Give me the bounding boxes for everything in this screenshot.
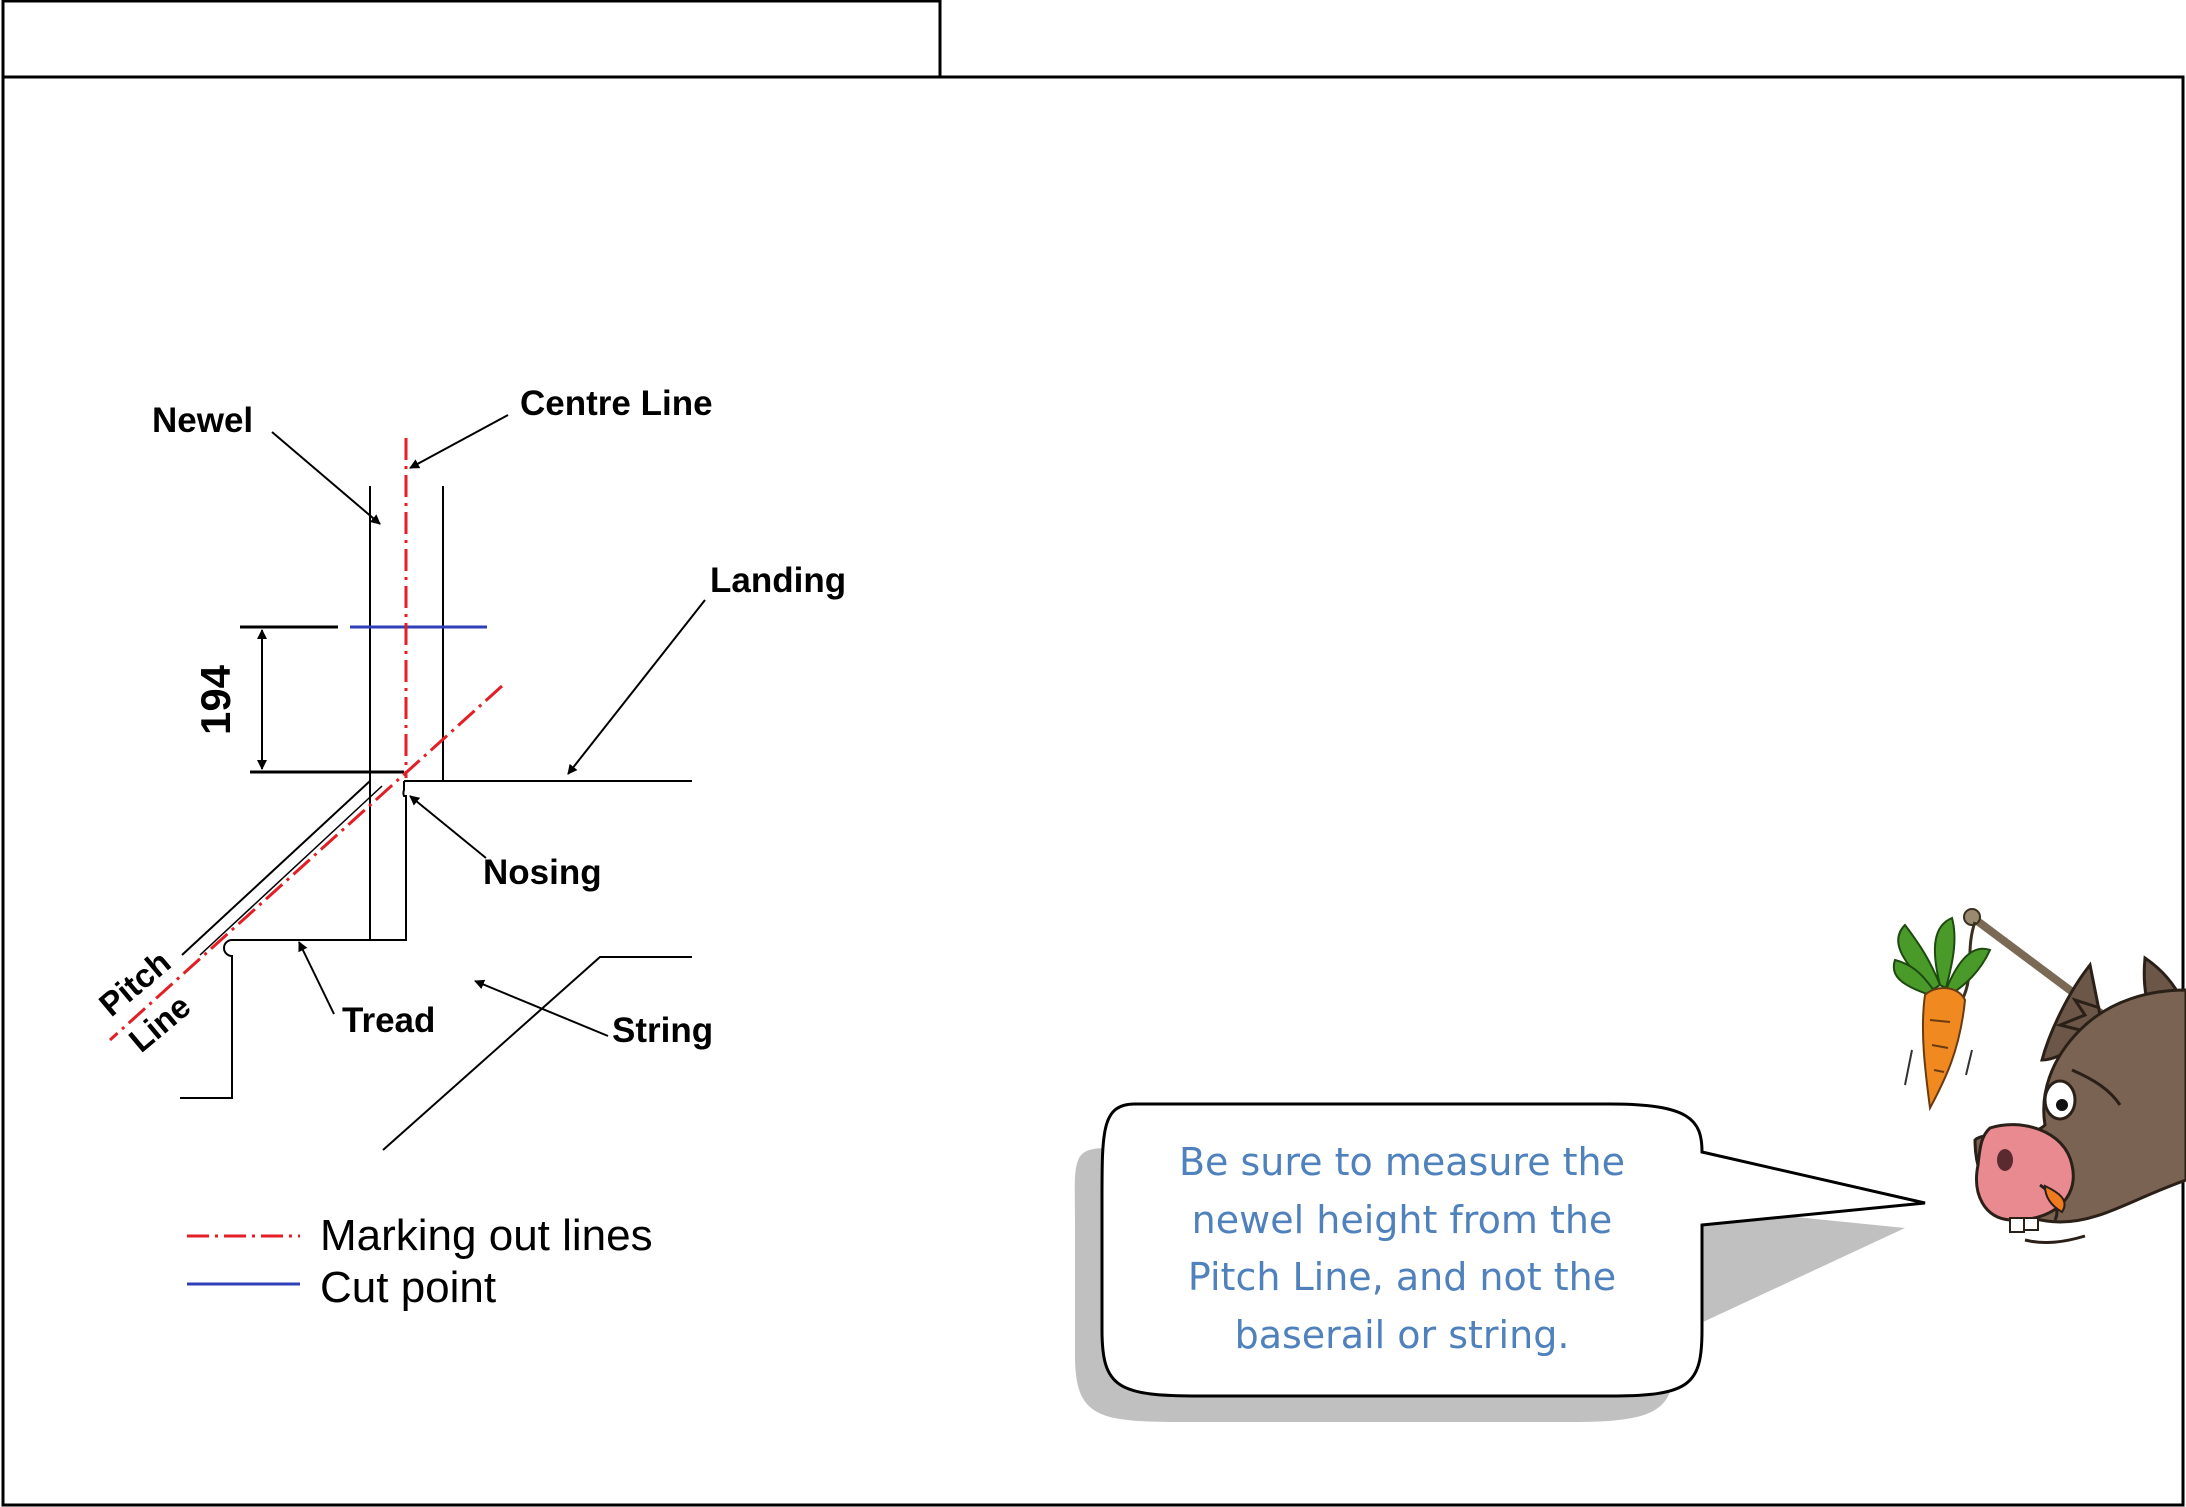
centre-line-label: Centre Line xyxy=(520,384,713,423)
dimension-label: 194 xyxy=(192,664,239,735)
newel-label: Newel xyxy=(152,401,253,440)
callout-line-3: Pitch Line, and not the xyxy=(1188,1255,1616,1299)
callout-line-2: newel height from the xyxy=(1192,1198,1613,1242)
tread-leader xyxy=(298,941,335,1015)
donkey-carrot-illustration xyxy=(1892,908,2186,1245)
tread-label: Tread xyxy=(342,1001,435,1040)
carrot-leaves-icon xyxy=(1892,916,1992,997)
baserail-line-2 xyxy=(199,785,383,956)
newel-drawing: Newel Centre Line Landing 194 Nosing Pit… xyxy=(92,384,846,1151)
baserail-line xyxy=(181,780,371,956)
callout-line-4: baserail or string. xyxy=(1235,1313,1570,1357)
landing-label: Landing xyxy=(710,561,846,600)
centre-line-leader xyxy=(409,414,509,469)
legend: Marking out lines Cut point xyxy=(187,1211,653,1312)
callout-line-1: Be sure to measure the xyxy=(1179,1140,1625,1184)
landing-leader xyxy=(567,599,706,775)
string-leader xyxy=(474,979,609,1037)
speech-bubble: Be sure to measure the newel height from… xyxy=(1074,1102,1926,1422)
speech-bubble-body xyxy=(1100,1102,1926,1398)
nosing-label: Nosing xyxy=(483,853,602,892)
legend-cut-label: Cut point xyxy=(320,1263,496,1312)
nosing-leader xyxy=(409,795,487,859)
riser-and-tread xyxy=(180,781,407,1099)
pitch-line xyxy=(108,684,504,1042)
string-line xyxy=(382,956,692,1151)
string-label: String xyxy=(612,1011,713,1050)
newel-leader xyxy=(271,431,381,525)
legend-marking-label: Marking out lines xyxy=(320,1211,653,1260)
